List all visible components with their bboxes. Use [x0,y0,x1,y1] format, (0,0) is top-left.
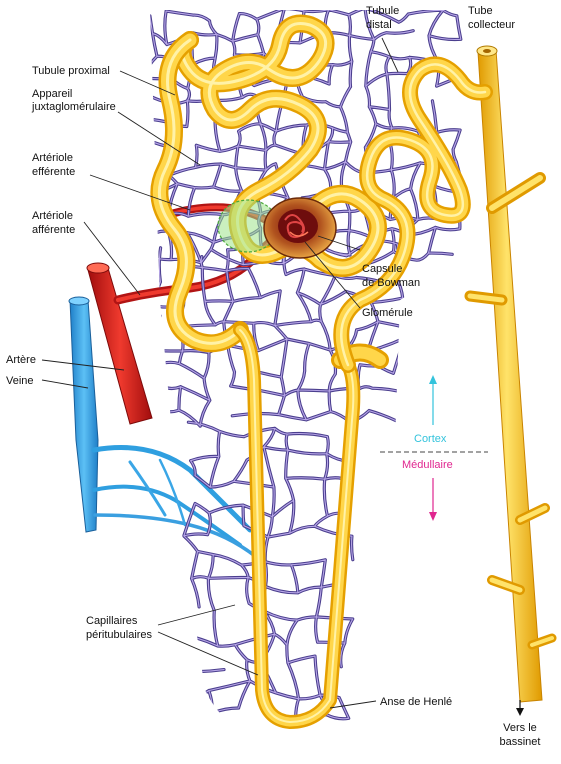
label-capsule-2: de Bowman [362,277,420,289]
label-medullaire: Médullaire [402,459,453,471]
label-appareil-2: juxtaglomérulaire [31,101,116,113]
label-arteriole-eff-2: efférente [32,166,75,178]
label-veine: Veine [6,375,34,387]
label-glomerule: Glomérule [362,307,413,319]
label-anse-henle: Anse de Henlé [380,696,452,708]
label-tubule-distal-1: Tubule [366,5,399,17]
label-artere: Artère [6,354,36,366]
leader-lines [41,37,399,709]
label-capillaires-2: péritubulaires [86,629,153,641]
tubules [150,14,493,729]
collecting-duct [464,45,557,716]
label-vers-2: bassinet [500,736,541,748]
label-capillaires-1: Capillaires [86,615,138,627]
label-tubule-distal-2: distal [366,19,392,31]
vein [68,296,262,562]
label-tube-collecteur-2: collecteur [468,19,515,31]
label-tube-collecteur-1: Tube [468,5,493,17]
label-arteriole-eff-1: Artériole [32,152,73,164]
label-capsule-1: Capsule [362,263,402,275]
label-vers-1: Vers le [503,722,537,734]
bowman-capsule [263,197,337,259]
label-arteriole-aff-2: afférente [32,224,75,236]
label-tubule-proximal: Tubule proximal [32,65,110,77]
label-arteriole-aff-1: Artériole [32,210,73,222]
label-appareil-1: Appareil [32,88,72,100]
cortex-medulla-divider [380,375,488,521]
label-cortex: Cortex [414,433,447,445]
